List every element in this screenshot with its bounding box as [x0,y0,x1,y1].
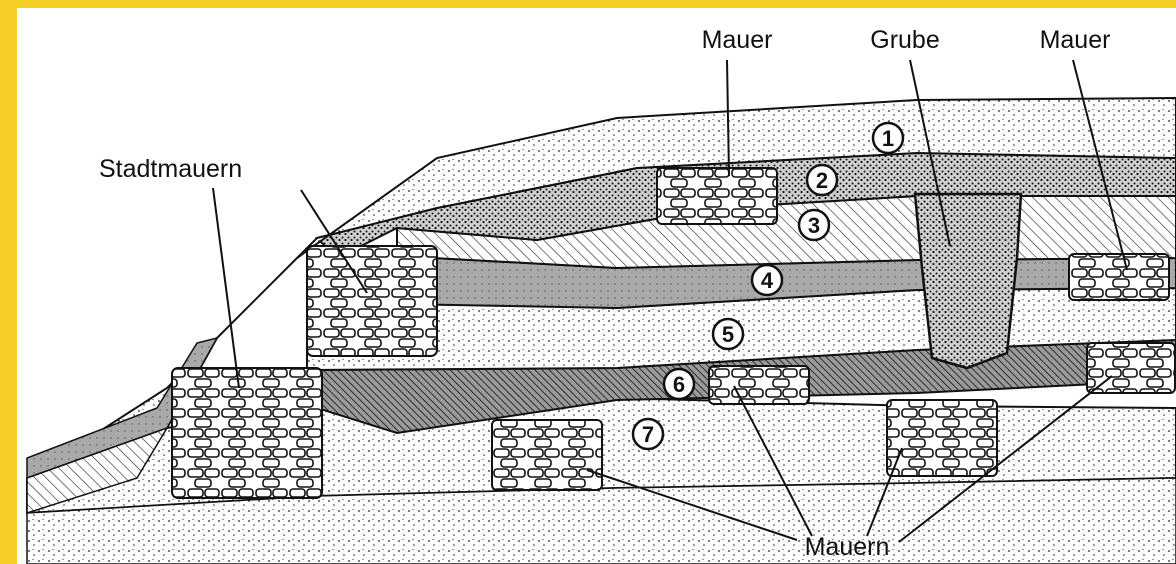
label-mauern: Mauern [805,533,890,561]
svg-text:7: 7 [642,422,654,447]
wall-stadtmauer-upper [307,246,437,356]
layer-number-4: 4 [752,265,782,295]
label-mauer-left: Mauer [702,26,773,54]
wall-mauern-2 [709,366,809,404]
label-mauer-right: Mauer [1040,26,1111,54]
wall-stadtmauer-lower [172,368,322,498]
svg-text:2: 2 [816,168,828,193]
layer-number-1: 1 [873,123,903,153]
pit-grube [915,194,1021,368]
svg-text:4: 4 [761,268,774,293]
wall-mauern-1 [492,420,602,490]
label-grube: Grube [870,26,939,54]
label-stadtmauern: Stadtmauern [99,155,242,183]
svg-text:3: 3 [808,213,820,238]
section-drawing: 1 2 3 4 5 6 7 [17,8,1176,564]
wall-mauer-left [657,168,777,224]
layer-number-2: 2 [807,165,837,195]
layer-number-7: 7 [633,419,663,449]
layer-number-3: 3 [799,210,829,240]
layer-number-6: 6 [664,369,694,399]
layer-number-5: 5 [713,319,743,349]
stratigraphy-diagram: 1 2 3 4 5 6 7 [17,8,1176,564]
wall-mauern-3 [887,400,997,476]
svg-text:6: 6 [673,372,685,397]
svg-text:5: 5 [722,322,734,347]
svg-text:1: 1 [882,126,894,151]
wall-mauer-right [1069,254,1169,300]
